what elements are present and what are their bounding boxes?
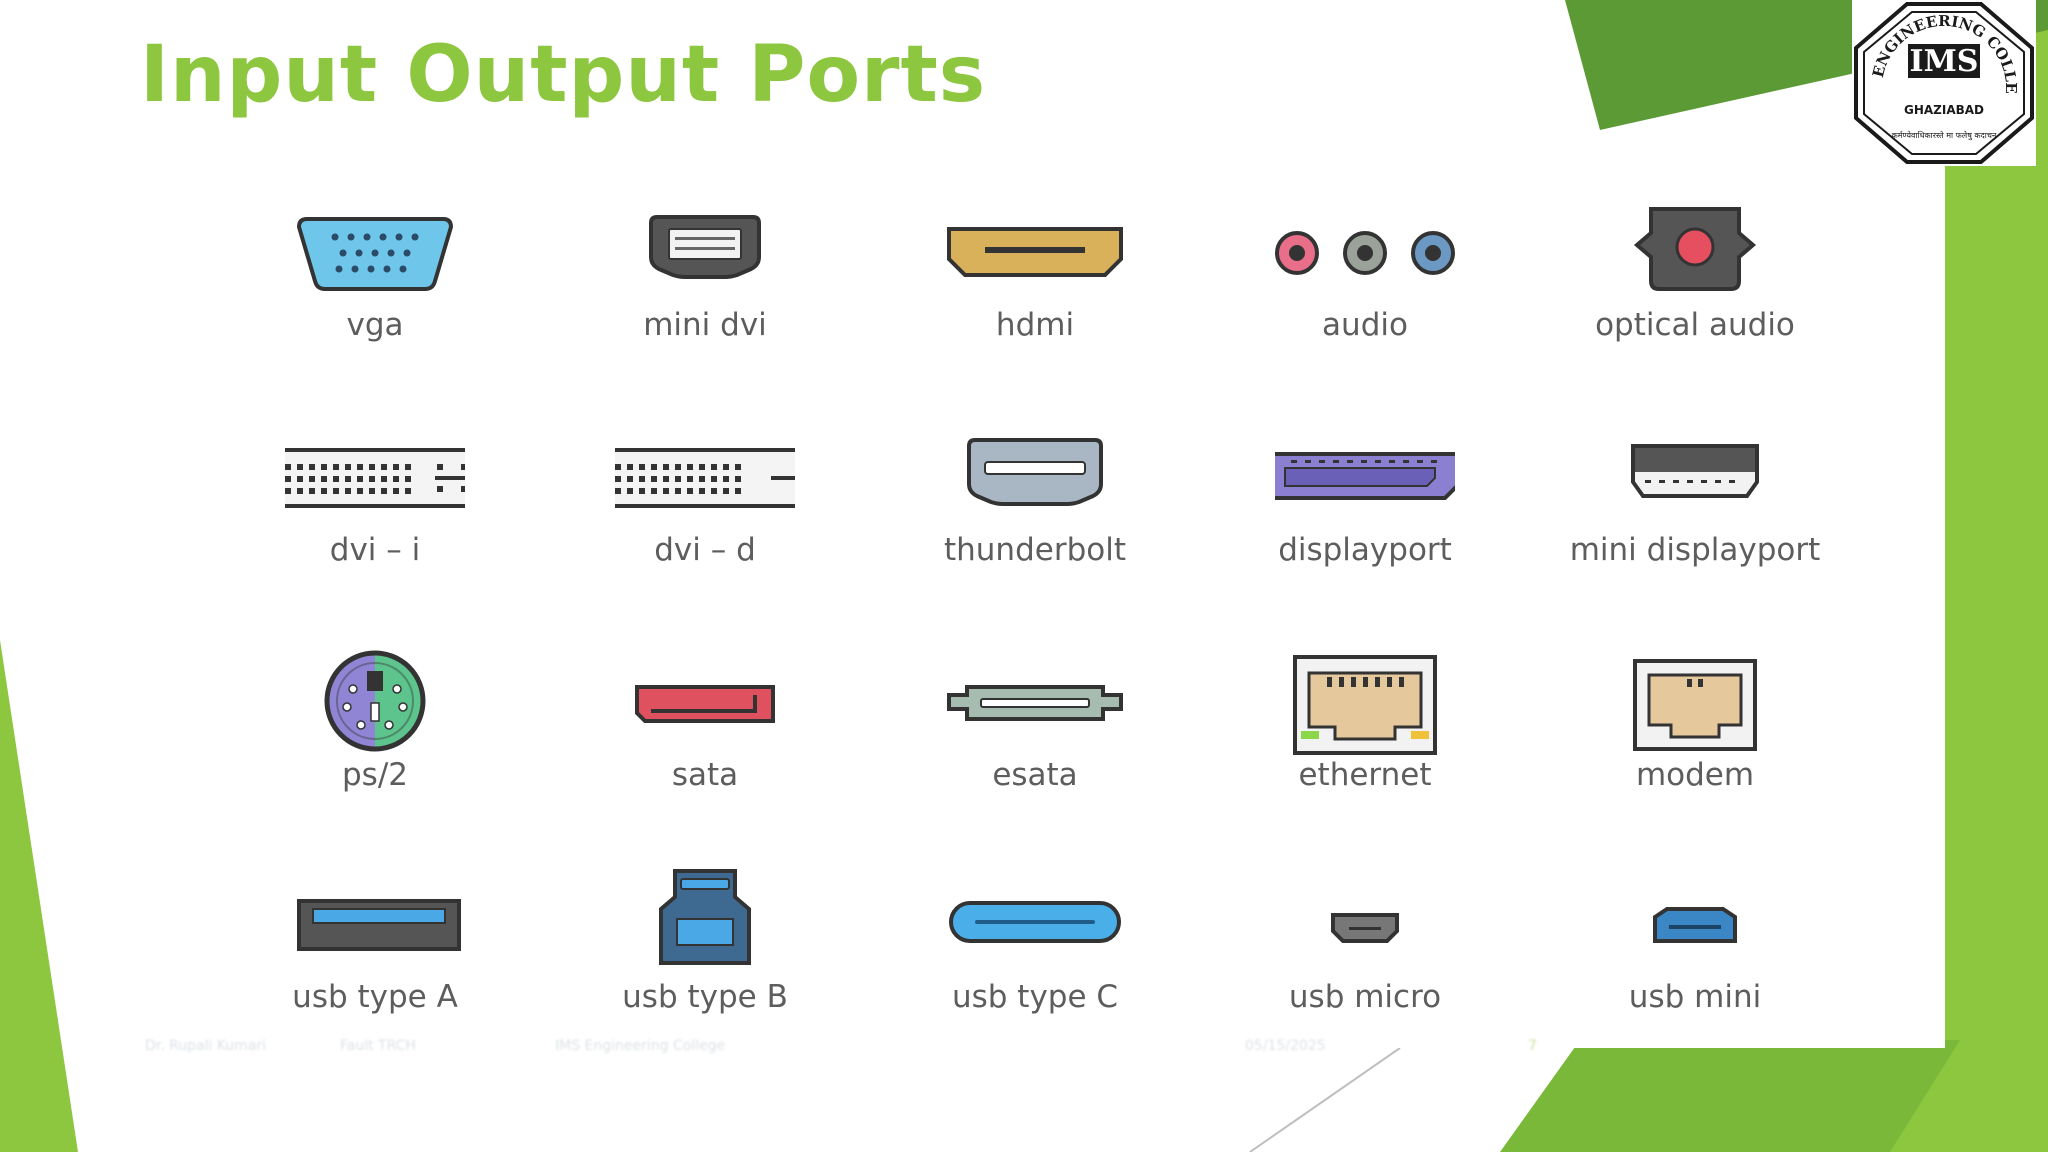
bottom-right-green-shard <box>1500 1040 1960 1152</box>
sata-port-icon <box>635 685 775 723</box>
logo-city-text: GHAZIABAD <box>1904 103 1984 117</box>
usb-c-port-icon <box>949 901 1121 943</box>
footer-date: 05/15/2025 <box>1245 1038 1326 1054</box>
port-label: usb type B <box>622 979 788 1015</box>
ports-image-panel <box>135 130 1945 1048</box>
port-label: usb type C <box>951 979 1119 1015</box>
port-label: thunderbolt <box>943 532 1126 568</box>
port-label: usb type A <box>292 979 458 1015</box>
usb-mini-port-icon <box>1653 907 1737 943</box>
diagonal-accent-line <box>1249 1047 1401 1152</box>
usb-b-port-icon <box>659 869 751 965</box>
port-esata: esata <box>885 645 1185 815</box>
hdmi-port-icon <box>947 227 1123 277</box>
port-modem: modem <box>1545 645 1845 815</box>
footer-page-number: 7 <box>1528 1038 1537 1054</box>
dvi-i-port-icon <box>285 448 465 508</box>
mini-displayport-port-icon <box>1631 444 1759 498</box>
port-label: usb micro <box>1288 979 1442 1015</box>
thunderbolt-port-icon <box>967 438 1103 506</box>
ps2-port-icon <box>324 650 426 752</box>
port-label: modem <box>1635 757 1755 793</box>
port-label: vga <box>346 307 404 343</box>
port-label: mini dvi <box>643 307 767 343</box>
port-label: optical audio <box>1595 307 1795 343</box>
mini-dvi-port-icon <box>649 215 761 279</box>
logo-brand-box <box>1908 44 1980 78</box>
port-usb-micro: usb micro <box>1215 867 1515 1037</box>
port-usb-mini: usb mini <box>1545 867 1845 1037</box>
modem-port-icon <box>1633 659 1757 751</box>
port-label: esata <box>992 757 1078 793</box>
footer-author: Dr. Rupali Kumari <box>145 1038 267 1054</box>
port-ethernet: ethernet <box>1215 645 1515 815</box>
dvi-d-port-icon <box>615 448 795 508</box>
port-mini-displayport: mini displayport <box>1545 420 1845 590</box>
displayport-port-icon <box>1275 452 1455 500</box>
port-audio: audio <box>1215 195 1515 365</box>
port-mini-dvi: mini dvi <box>555 195 855 365</box>
logo-motto-text: कर्मण्येवाधिकारस्ते मा फलेषु कदाचन <box>1892 130 1997 141</box>
port-vga: vga <box>225 195 525 365</box>
audio-jacks-icon <box>1275 231 1455 275</box>
usb-micro-port-icon <box>1331 913 1399 943</box>
port-displayport: displayport <box>1215 420 1515 590</box>
page-title: Input Output Ports <box>140 30 987 120</box>
port-label: mini displayport <box>1569 532 1821 568</box>
port-dvi-d: dvi – d <box>555 420 855 590</box>
footer-college: IMS Engineering College <box>555 1038 726 1054</box>
port-usb-type-a: usb type A <box>225 867 525 1037</box>
footer-subject: Fault TRCH <box>340 1038 416 1054</box>
optical-audio-port-icon <box>1633 207 1757 291</box>
logo-octagon-inner <box>1863 11 2025 155</box>
ethernet-port-icon <box>1293 655 1437 755</box>
logo-brand-text: IMS <box>1910 44 1979 79</box>
port-label: ps/2 <box>342 757 408 793</box>
vga-port-icon <box>296 217 454 291</box>
logo-octagon-outer <box>1854 2 2034 164</box>
port-label: ethernet <box>1298 757 1432 793</box>
port-ps2: ps/2 <box>225 645 525 815</box>
port-sata: sata <box>555 645 855 815</box>
port-thunderbolt: thunderbolt <box>885 420 1185 590</box>
usb-a-port-icon <box>297 899 461 951</box>
esata-port-icon <box>947 685 1123 721</box>
port-label: hdmi <box>995 307 1075 343</box>
port-label: audio <box>1322 307 1408 343</box>
college-logo: IMS ENGINEERING COLLEGE IMS GHAZIABAD कर… <box>1844 0 2036 166</box>
left-green-shard <box>0 640 78 1152</box>
port-hdmi: hdmi <box>885 195 1185 365</box>
port-label: displayport <box>1278 532 1452 568</box>
port-label: sata <box>671 757 739 793</box>
port-label: usb mini <box>1628 979 1762 1015</box>
port-label: dvi – d <box>654 532 756 568</box>
port-usb-type-b: usb type B <box>555 867 855 1037</box>
port-usb-type-c: usb type C <box>885 867 1185 1037</box>
port-dvi-i: dvi – i <box>225 420 525 590</box>
port-label: dvi – i <box>329 532 421 568</box>
port-optical-audio: optical audio <box>1545 195 1845 365</box>
